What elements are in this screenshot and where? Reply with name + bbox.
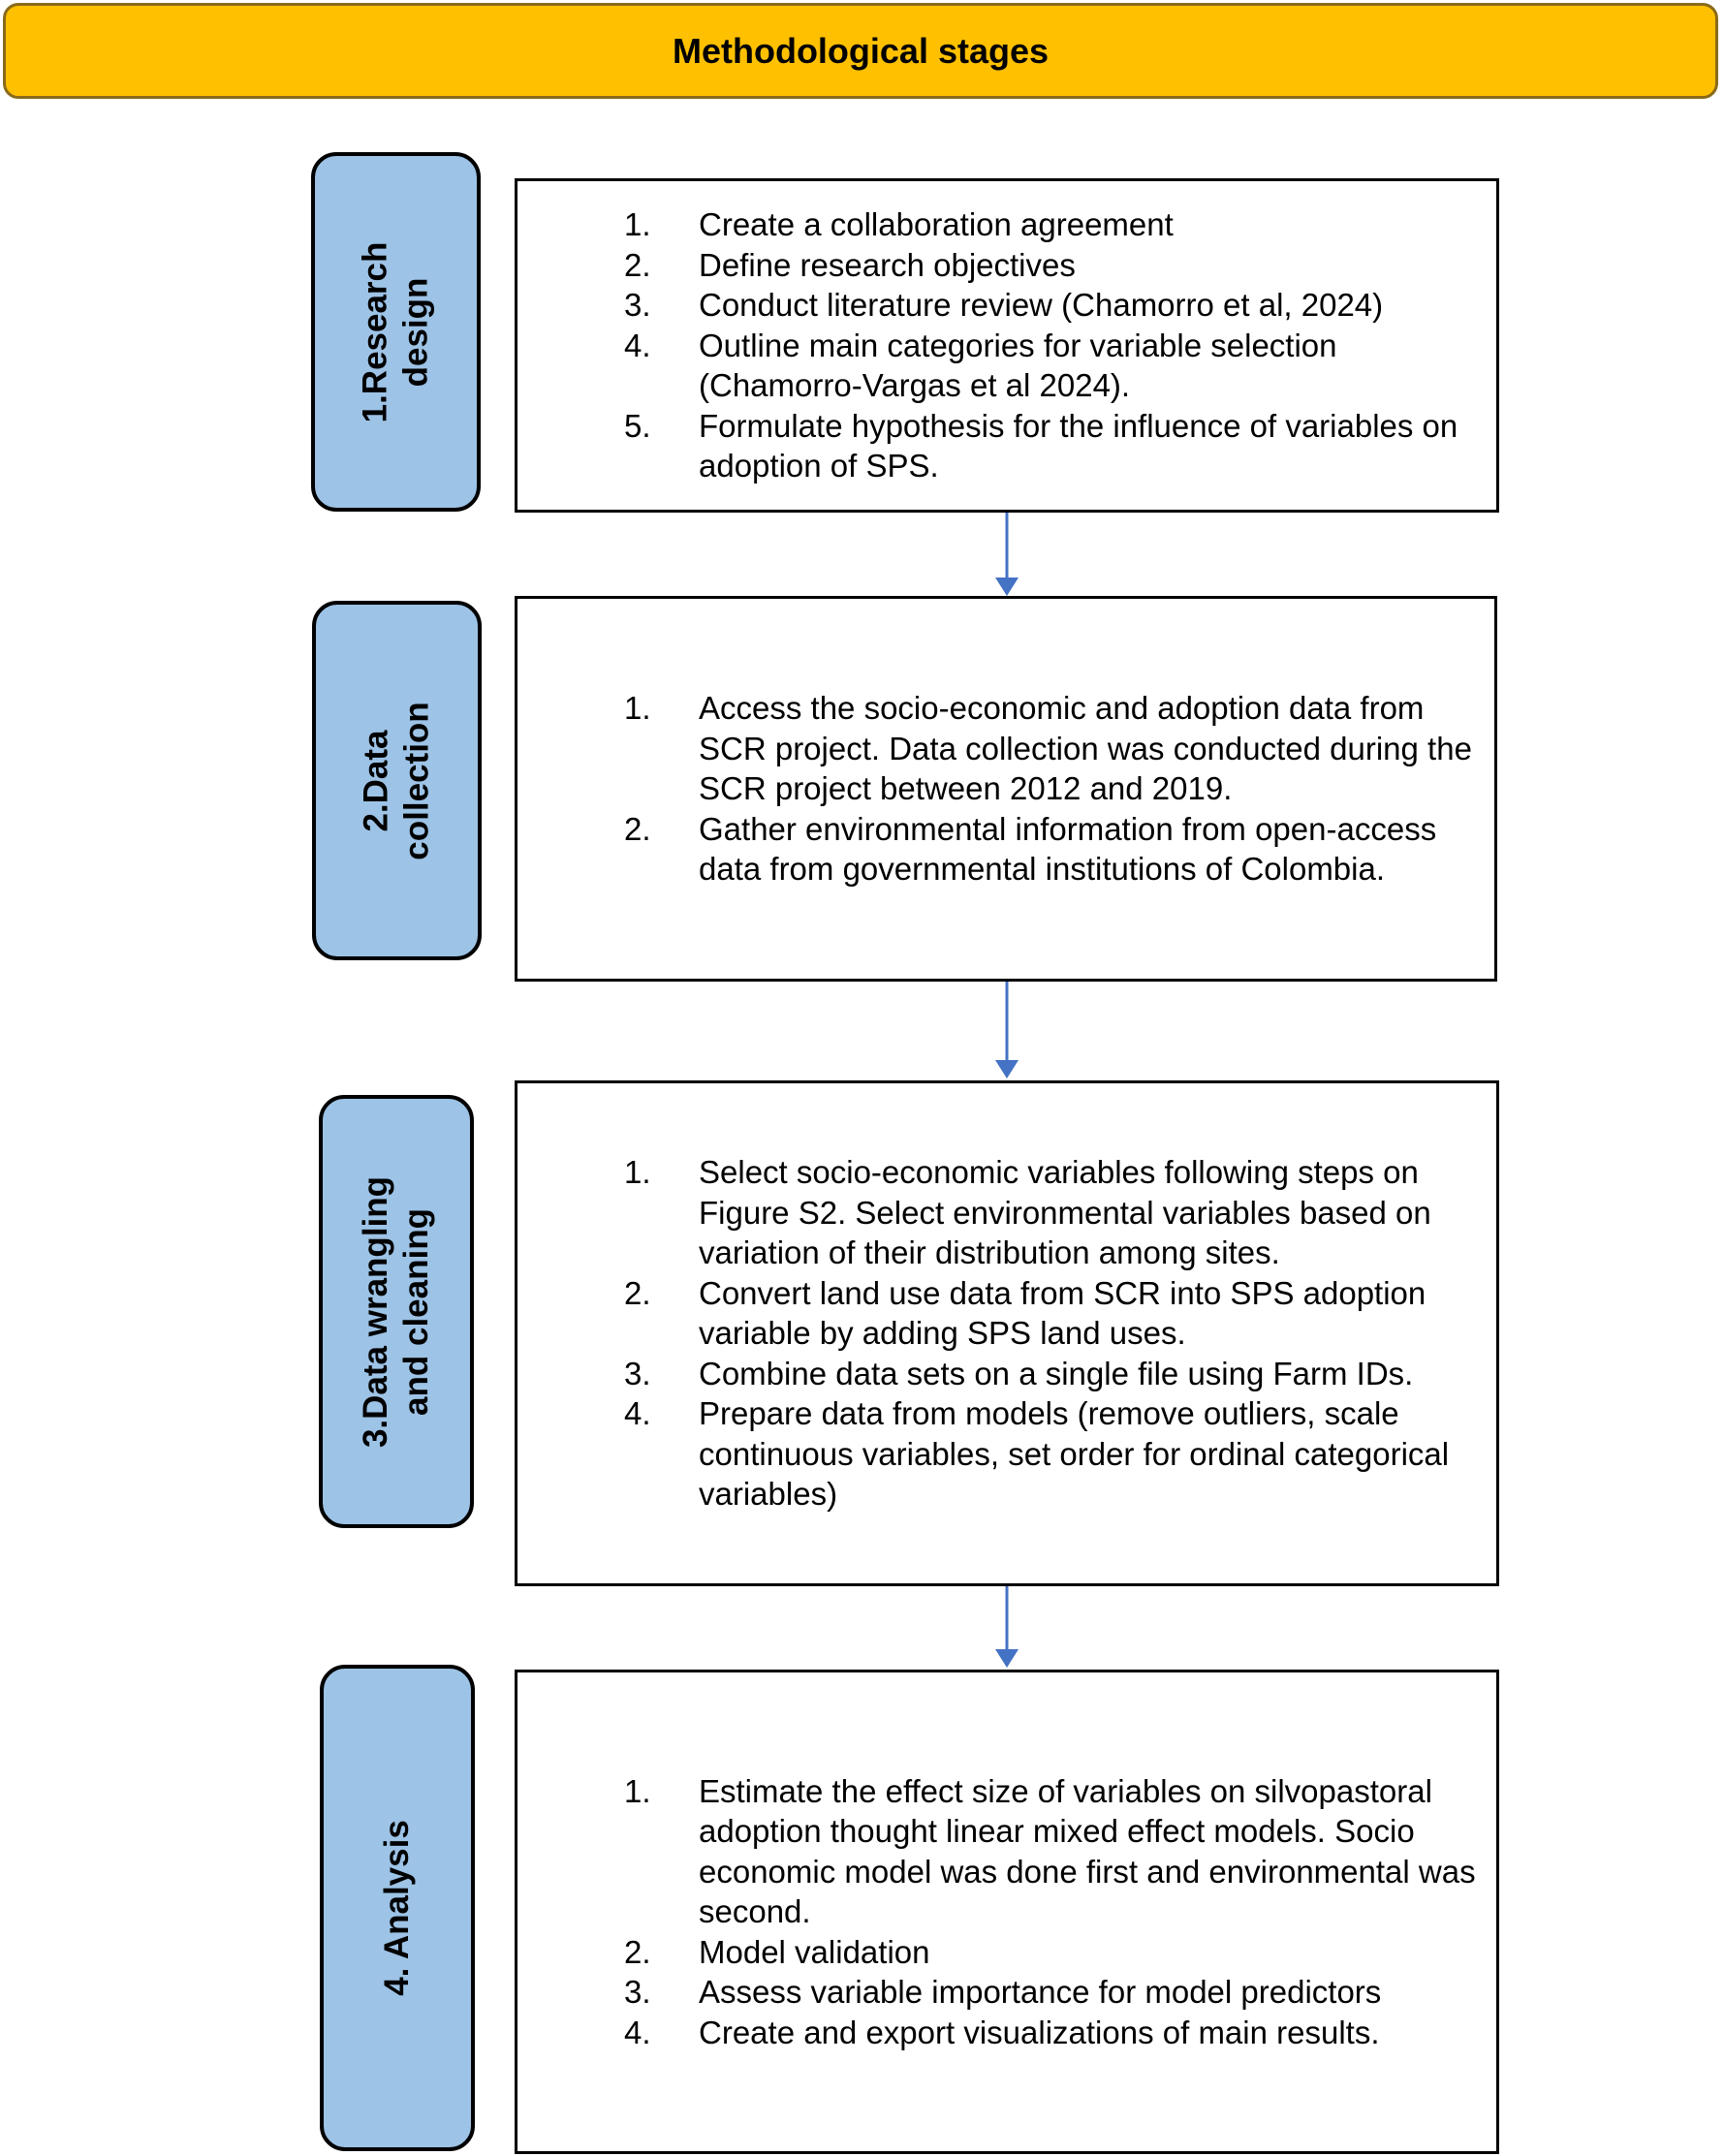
list-item: 2.Gather environmental information from … [624, 810, 1437, 888]
steps-box-data-collection: 1.Access the socio-economic and adoption… [515, 596, 1497, 982]
steps-box-research-design: 1.Create a collaboration agreement 2.Def… [515, 178, 1499, 513]
list-item: 2.Define research objectives [624, 246, 1076, 283]
list-item: 1.Select socio-economic variables follow… [624, 1154, 1431, 1271]
list-item: 2.Model validation [624, 1933, 930, 1970]
arrow-stage-3-to-4 [995, 1586, 1019, 1668]
list-item: 5.Formulate hypothesis for the influence… [624, 407, 1458, 484]
arrow-stage-1-to-2 [995, 513, 1019, 596]
arrow-stage-2-to-3 [995, 982, 1019, 1078]
stage-label-data-wrangling: 3.Data wrangling and cleaning [319, 1095, 474, 1528]
list-item: 4.Prepare data from models (remove outli… [624, 1395, 1450, 1513]
header-banner: Methodological stages [3, 3, 1718, 99]
list-item: 3.Assess variable importance for model p… [624, 1974, 1382, 2011]
list-item: 1.Estimate the effect size of variables … [624, 1772, 1476, 1930]
list-item: 4.Outline main categories for variable s… [624, 327, 1337, 404]
list-item: 2.Convert land use data from SCR into SP… [624, 1274, 1426, 1352]
stage-label-research-design: 1.Research design [311, 152, 481, 512]
steps-box-analysis: 1.Estimate the effect size of variables … [515, 1670, 1499, 2154]
stage-label-analysis: 4. Analysis [320, 1665, 475, 2151]
list-item: 1.Create a collaboration agreement [624, 206, 1174, 243]
steps-box-data-wrangling: 1.Select socio-economic variables follow… [515, 1080, 1499, 1586]
list-item: 3.Combine data sets on a single file usi… [624, 1355, 1414, 1391]
header-title: Methodological stages [672, 30, 1050, 71]
list-item: 1.Access the socio-economic and adoption… [624, 690, 1472, 807]
stage-label-data-collection: 2.Data collection [312, 601, 482, 960]
list-item: 4.Create and export visualizations of ma… [624, 2014, 1380, 2050]
list-item: 3.Conduct literature review (Chamorro et… [624, 287, 1384, 324]
